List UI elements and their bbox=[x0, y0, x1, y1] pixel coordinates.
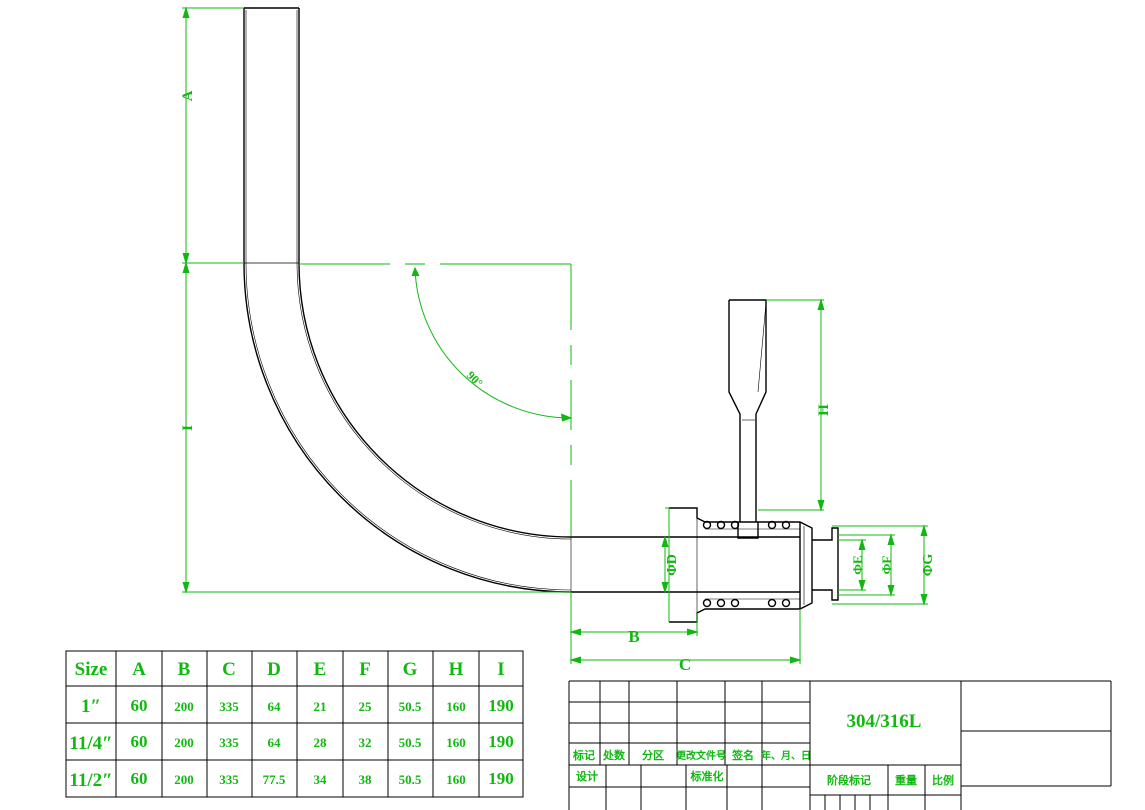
dim-label-f: ΦF bbox=[879, 556, 894, 575]
table-cell: 60 bbox=[131, 732, 148, 751]
table-header-cell: H bbox=[449, 659, 464, 680]
table-cell: 32 bbox=[359, 735, 372, 750]
label-weight: 重量 bbox=[895, 773, 917, 787]
table-cell: 60 bbox=[131, 696, 148, 715]
dim-label-a: A bbox=[180, 90, 196, 101]
table-header-cell: E bbox=[314, 659, 327, 680]
label-stage-mark: 阶段标记 bbox=[827, 773, 871, 787]
valve-assembly bbox=[669, 299, 839, 623]
dim-label-e: ΦE bbox=[850, 555, 865, 574]
table-cell: 200 bbox=[174, 699, 194, 714]
dim-label-g: ΦG bbox=[921, 554, 936, 577]
dim-label-i: I bbox=[180, 425, 196, 431]
label-count: 处数 bbox=[602, 748, 626, 762]
table-cell: 11/4″ bbox=[69, 733, 112, 754]
table-cell: 335 bbox=[219, 699, 239, 714]
dim-label-h: H bbox=[816, 404, 832, 416]
title-block bbox=[568, 680, 1112, 810]
table-cell: 1″ bbox=[81, 696, 101, 717]
table-cell: 64 bbox=[268, 699, 282, 714]
label-zone: 分区 bbox=[642, 748, 664, 762]
label-date: 年、月、日 bbox=[761, 749, 811, 762]
title-block-text: 304/316L 标记 处数 分区 更改文件号 签名 年、月、日 设计 标准化 … bbox=[572, 711, 954, 787]
table-header-cell: A bbox=[132, 659, 146, 680]
table-cell: 34 bbox=[314, 772, 328, 787]
table-cell: 50.5 bbox=[399, 735, 422, 750]
table-header-cell: D bbox=[267, 659, 281, 680]
label-standardize: 标准化 bbox=[690, 769, 724, 783]
table-header-cell: C bbox=[222, 659, 236, 680]
table-cell: 335 bbox=[219, 735, 239, 750]
table-cell: 160 bbox=[446, 699, 466, 714]
dimension-lines bbox=[182, 6, 928, 664]
table-cell: 21 bbox=[314, 699, 327, 714]
table-cell: 64 bbox=[268, 735, 282, 750]
label-doc-no: 更改文件号 bbox=[676, 749, 726, 762]
label-design: 设计 bbox=[576, 769, 598, 783]
table-cell: 190 bbox=[488, 696, 514, 715]
material-label: 304/316L bbox=[847, 711, 922, 732]
table-cell: 190 bbox=[488, 732, 514, 751]
table-header-cell: B bbox=[178, 659, 191, 680]
size-table bbox=[65, 650, 524, 798]
table-cell: 160 bbox=[446, 735, 466, 750]
table-cell: 50.5 bbox=[399, 772, 422, 787]
table-header-cell: I bbox=[497, 659, 504, 680]
table-cell: 38 bbox=[359, 772, 373, 787]
dim-label-angle: 90° bbox=[464, 368, 486, 390]
label-mark: 标记 bbox=[572, 748, 595, 762]
table-cell: 200 bbox=[174, 772, 194, 787]
label-scale: 比例 bbox=[932, 773, 954, 787]
table-cell: 335 bbox=[219, 772, 239, 787]
table-cell: 190 bbox=[488, 769, 514, 788]
table-cell: 28 bbox=[314, 735, 328, 750]
table-header-cell: G bbox=[403, 659, 418, 680]
dim-label-c: C bbox=[679, 655, 691, 674]
table-cell: 25 bbox=[359, 699, 373, 714]
pipe-elbow bbox=[243, 7, 800, 593]
table-cell: 200 bbox=[174, 735, 194, 750]
dim-label-b: B bbox=[628, 627, 639, 646]
dim-label-d: ΦD bbox=[665, 554, 680, 576]
size-table-cells: Size A B C D E F G H I 1″ 60 200 335 64 … bbox=[69, 659, 513, 791]
table-cell: 60 bbox=[131, 769, 148, 788]
table-cell: 11/2″ bbox=[69, 770, 112, 791]
table-cell: 50.5 bbox=[399, 699, 422, 714]
table-cell: 77.5 bbox=[263, 772, 286, 787]
label-signature: 签名 bbox=[731, 748, 754, 762]
table-header-cell: F bbox=[359, 659, 371, 680]
table-cell: 160 bbox=[446, 772, 466, 787]
table-header-cell: Size bbox=[75, 659, 108, 680]
